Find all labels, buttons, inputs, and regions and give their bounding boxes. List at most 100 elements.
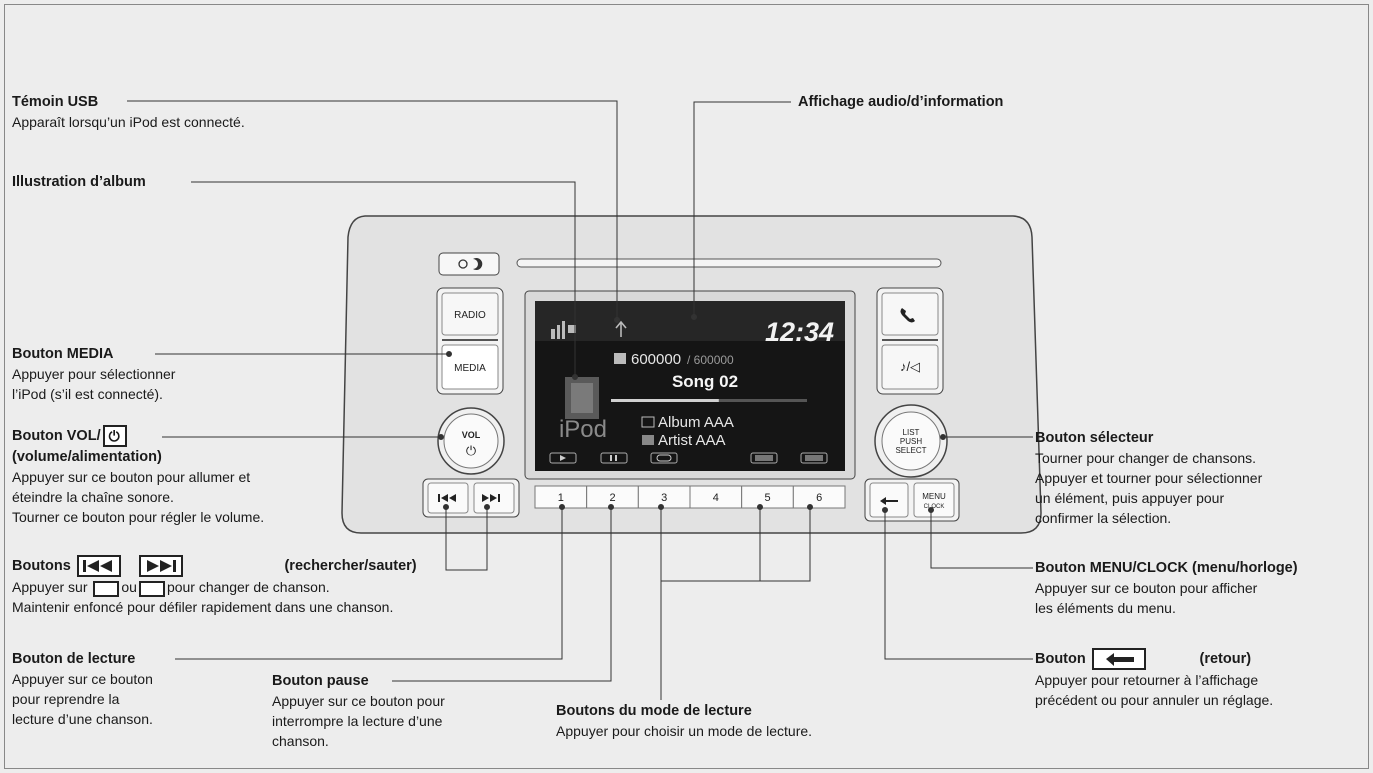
- label-play-desc2: pour reprendre la: [12, 691, 120, 707]
- phone-button[interactable]: [881, 292, 939, 336]
- label-modes: Boutons du mode de lecture Appuyer pour …: [556, 700, 812, 741]
- label-vol: Bouton VOL/ ⏻ (volume/alimentation) Appuy…: [12, 425, 264, 527]
- label-album-art: Illustration d’album: [12, 171, 146, 192]
- back-icon-inline: [1091, 648, 1146, 671]
- label-selector-title: Bouton sélecteur: [1035, 430, 1154, 446]
- label-menu-clock-title: Bouton MENU/CLOCK (menu/horloge): [1035, 560, 1298, 576]
- label-media-title: Bouton MEDIA: [12, 346, 114, 362]
- leader-album: [191, 181, 576, 377]
- track-total: / 600000: [687, 353, 734, 367]
- selector-label-list: LIST: [903, 428, 920, 437]
- label-seek-desc1-post: pour changer de chanson.: [166, 579, 330, 596]
- phone-icon: [900, 308, 915, 323]
- preset-label-6: 6: [816, 492, 822, 504]
- label-usb: Témoin USB Apparaît lorsqu’un iPod est c…: [12, 91, 245, 132]
- label-back: Bouton (retour) Appuyer pour retourner à…: [1035, 648, 1273, 710]
- label-back-desc2: précédent ou pour annuler un réglage.: [1035, 692, 1274, 709]
- label-menu-clock-desc1: Appuyer sur ce bouton pour afficher: [1035, 580, 1258, 596]
- moon-icon: [473, 258, 483, 271]
- label-selector-desc1: Tourner pour changer de chansons.: [1035, 450, 1257, 466]
- album-art: [565, 377, 599, 419]
- power-icon-inline: ⏻: [102, 425, 127, 448]
- label-vol-sub: (volume/alimentation): [12, 449, 162, 466]
- label-vol-desc2: éteindre la chaîne sonore.: [12, 489, 174, 506]
- media-button[interactable]: [441, 344, 499, 390]
- album-icon: [641, 416, 655, 428]
- leader-menu: [930, 510, 1033, 569]
- preset-label-2: 2: [609, 492, 615, 504]
- label-media: Bouton MEDIA Appuyer pour sélectionner l…: [12, 343, 175, 404]
- audio-unit-illustration: RADIO MEDIA ♪/◁ 12:34 600000 / 600000 So…: [127, 100, 1042, 700]
- label-play: Bouton de lecture Appuyer sur ce bouton …: [12, 648, 153, 729]
- menu-clock-button[interactable]: [913, 482, 955, 518]
- label-pause-desc3: chanson.: [272, 733, 329, 749]
- label-album-art-title: Illustration d’album: [12, 174, 146, 190]
- leader-play: [175, 507, 563, 660]
- label-audio-display-title: Affichage audio/d’information: [798, 94, 1004, 110]
- label-vol-desc1: Appuyer sur ce bouton pour allumer et: [12, 469, 251, 486]
- selector-label-select: SELECT: [895, 446, 926, 455]
- progress-fill: [611, 399, 719, 402]
- label-media-desc1: Appuyer pour sélectionner: [12, 366, 176, 382]
- label-seek-suffix: (rechercher/sauter): [284, 558, 417, 574]
- song-title: Song 02: [672, 372, 738, 391]
- label-vol-title: Bouton VOL/: [12, 428, 101, 444]
- diagram-frame: RADIO MEDIA ♪/◁ 12:34 600000 / 600000 So…: [4, 4, 1369, 769]
- label-vol-desc3: Tourner ce bouton pour régler le volume.: [12, 509, 265, 526]
- media-label: MEDIA: [454, 363, 486, 374]
- vol-label: VOL: [462, 430, 481, 440]
- preset-label-3: 3: [661, 492, 667, 504]
- screen-clock: 12:34: [765, 317, 834, 347]
- signal-icon: [551, 321, 576, 339]
- preset-label-5: 5: [764, 492, 770, 504]
- pause-icon: [610, 455, 612, 461]
- music-button[interactable]: [881, 344, 939, 390]
- label-play-desc1: Appuyer sur ce bouton: [12, 671, 153, 687]
- selector-label-push: PUSH: [900, 437, 922, 446]
- sun-icon: [458, 259, 468, 269]
- radio-button[interactable]: [441, 292, 499, 336]
- label-usb-desc: Apparaît lorsqu’un iPod est connecté.: [12, 114, 245, 130]
- leader-display: [693, 101, 791, 317]
- preset-label-1: 1: [558, 492, 564, 504]
- label-selector: Bouton sélecteur Tourner pour changer de…: [1035, 427, 1262, 528]
- leader-modes: [660, 507, 811, 700]
- repeat-icon: [656, 454, 672, 462]
- seek-back-icon-inline-small: [93, 580, 120, 597]
- label-audio-display: Affichage audio/d’information: [798, 91, 1003, 112]
- label-menu-clock-desc2: les éléments du menu.: [1035, 600, 1176, 616]
- artist-name: Artist AAA: [658, 432, 726, 449]
- menu-label: MENU: [922, 492, 946, 501]
- label-seek-title: Boutons: [12, 558, 71, 574]
- usb-indicator-icon: [615, 320, 627, 337]
- track-number: 600000: [631, 351, 681, 368]
- leader-back: [884, 510, 1033, 660]
- label-selector-desc2: Appuyer et tourner pour sélectionner: [1035, 470, 1263, 486]
- power-symbol-inline: ⏻: [108, 428, 120, 445]
- seek-forward-icon: [482, 494, 500, 502]
- label-selector-desc4: confirmer la sélection.: [1035, 510, 1172, 526]
- softkey-row: [549, 452, 828, 464]
- radio-label: RADIO: [454, 310, 486, 321]
- label-play-desc3: lecture d’une chanson.: [12, 711, 153, 727]
- label-selector-desc3: un élément, puis appuyer pour: [1035, 490, 1225, 506]
- label-back-suffix: (retour): [1199, 651, 1252, 667]
- clock-label: CLOCK: [924, 504, 945, 510]
- leader-seek: [445, 507, 488, 571]
- label-seek-desc2: Maintenir enfoncé pour défiler rapidemen…: [12, 599, 394, 616]
- day-night-button[interactable]: [438, 252, 500, 276]
- artist-icon: [642, 435, 654, 445]
- seek-forward-icon-inline-small: [138, 580, 165, 597]
- label-pause-title: Bouton pause: [272, 673, 369, 689]
- seek-forward-icon-inline: [138, 555, 183, 578]
- leader-usb: [127, 100, 618, 320]
- label-back-title: Bouton: [1035, 651, 1086, 667]
- label-seek-desc1-mid: ou: [121, 579, 137, 596]
- preset-button-6[interactable]: [792, 485, 846, 509]
- label-menu-clock: Bouton MENU/CLOCK (menu/horloge) Appuyer…: [1035, 557, 1298, 618]
- ipod-source-label: iPod: [559, 416, 607, 443]
- power-icon: ⏻: [466, 443, 476, 458]
- label-play-title: Bouton de lecture: [12, 651, 136, 667]
- label-usb-title: Témoin USB: [12, 94, 99, 110]
